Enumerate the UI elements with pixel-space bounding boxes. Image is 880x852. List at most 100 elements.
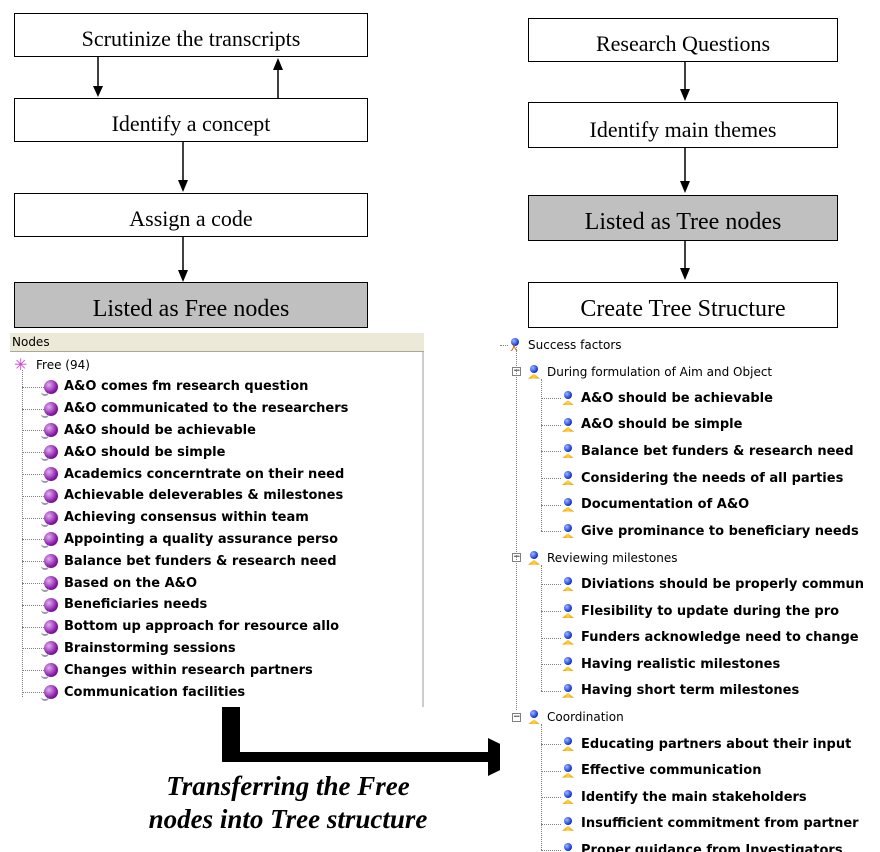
tree-child-node[interactable]: Effective communication <box>561 760 761 782</box>
tree-connector <box>516 347 517 711</box>
node-label: Funders acknowledge need to change <box>581 630 859 646</box>
tree-connector <box>541 724 542 851</box>
tree-connector <box>22 517 44 519</box>
tree-node-icon <box>561 630 575 645</box>
tree-node-icon <box>561 471 575 485</box>
panel-header: Nodes <box>10 333 424 352</box>
tree-child-node[interactable]: Insufficient commitment from partner <box>561 813 859 835</box>
free-node-icon <box>41 423 58 440</box>
flow-box-label: Research Questions <box>595 31 771 56</box>
node-label: A&O comes fm research question <box>64 379 309 395</box>
free-node-icon <box>41 467 58 483</box>
tree-connector <box>541 744 561 745</box>
collapse-toggle[interactable]: − <box>512 711 521 722</box>
tree-child-node[interactable]: A&O should be simple <box>561 414 742 436</box>
tree-node-icon <box>561 524 575 538</box>
node-label: Documentation of A&O <box>581 497 750 513</box>
free-node-item[interactable]: A&O should be simple <box>41 441 226 463</box>
tree-connector <box>541 611 561 612</box>
tree-group-node[interactable]: − Coordination <box>512 706 624 728</box>
tree-connector <box>541 637 561 639</box>
tree-node-icon <box>561 843 575 852</box>
node-label: Beneficiaries needs <box>64 597 208 613</box>
tree-connector <box>541 504 561 506</box>
free-node-icon <box>41 401 58 418</box>
tree-child-node[interactable]: Give prominance to beneficiary needs <box>561 520 859 542</box>
node-label: Bottom up approach for resource allo <box>64 619 340 635</box>
tree-connector <box>22 670 44 672</box>
free-node-icon <box>41 488 58 505</box>
node-label: Considering the needs of all parties <box>581 470 844 486</box>
free-node-item[interactable]: Bottom up approach for resource allo <box>41 616 340 638</box>
node-label: Proper guidance from Investigators <box>581 842 843 852</box>
tree-child-node[interactable]: Diviations should be properly commun <box>561 573 864 595</box>
panel-scrollbar[interactable] <box>422 352 424 707</box>
free-node-item[interactable]: Based on the A&O <box>41 572 198 594</box>
tree-child-node[interactable]: Having short term milestones <box>561 680 799 702</box>
free-node-item[interactable]: Communication facilities <box>41 681 246 703</box>
tree-child-node[interactable]: Proper guidance from Investigators <box>561 839 843 852</box>
tree-connector <box>22 626 44 628</box>
free-node-icon <box>41 641 58 658</box>
free-node-item[interactable]: A&O should be achievable <box>41 419 256 441</box>
node-label: Having short term milestones <box>581 683 800 699</box>
node-label: Educating partners about their input <box>581 736 852 752</box>
tree-child-node[interactable]: A&O should be achievable <box>561 387 773 409</box>
free-node-item[interactable]: Achieving consensus within team <box>41 507 309 529</box>
free-root-node[interactable]: Free (94) <box>14 354 90 376</box>
arrow-down-2 <box>178 142 188 192</box>
tree-group-node[interactable]: −Reviewing milestones <box>512 547 677 569</box>
tree-group-node[interactable]: −During formulation of Aim and Object <box>512 361 772 383</box>
tree-child-node[interactable]: Identify the main stakeholders <box>561 786 807 808</box>
tree-node-icon <box>561 683 575 698</box>
tree-connector <box>22 692 44 693</box>
tree-node-icon <box>561 737 575 751</box>
tree-connector <box>541 664 561 666</box>
tree-child-node[interactable]: Flesibility to update during the pro <box>561 600 839 622</box>
arrow-down-1 <box>93 57 103 97</box>
free-node-icon <box>41 597 58 614</box>
flow-box-label: Identify main themes <box>589 117 777 142</box>
free-node-item[interactable]: Appointing a quality assurance perso <box>41 528 339 550</box>
tree-node-icon <box>561 444 575 458</box>
free-node-item[interactable]: Beneficiaries needs <box>41 594 208 616</box>
tree-connector <box>22 370 23 697</box>
node-label: Having realistic milestones <box>581 656 781 672</box>
tree-node-icon <box>527 550 541 565</box>
tree-node-icon <box>561 604 575 618</box>
node-label: Based on the A&O <box>64 575 198 591</box>
free-node-item[interactable]: Brainstorming sessions <box>41 637 236 659</box>
tree-child-node[interactable]: Balance bet funders & research need <box>561 440 854 462</box>
node-label: Coordination <box>547 710 624 725</box>
free-node-icon <box>41 619 58 636</box>
free-node-item[interactable]: Achievable deleverables & milestones <box>41 485 343 507</box>
node-label: A&O should be achievable <box>581 390 773 406</box>
tree-root-node[interactable]: Success factors <box>508 334 622 356</box>
arrow-down-r1 <box>680 62 690 101</box>
node-label: Appointing a quality assurance perso <box>64 531 339 547</box>
free-node-item[interactable]: Academics concerntrate on their need <box>41 463 345 485</box>
free-node-icon <box>41 685 58 701</box>
flow-box-label: Create Tree Structure <box>580 296 786 322</box>
tree-child-node[interactable]: Funders acknowledge need to change <box>561 627 859 649</box>
free-node-item[interactable]: A&O comes fm research question <box>41 376 309 398</box>
tree-child-node[interactable]: Considering the needs of all parties <box>561 467 843 489</box>
free-node-icon <box>41 532 58 549</box>
tree-node-icon <box>561 657 575 671</box>
free-node-item[interactable]: Balance bet funders & research need <box>41 550 337 572</box>
node-label: Communication facilities <box>64 684 246 700</box>
node-label: A&O should be simple <box>64 444 226 460</box>
tree-connector <box>541 850 561 852</box>
node-label: Academics concerntrate on their need <box>64 466 345 482</box>
tree-root-icon <box>508 338 522 353</box>
tree-connector <box>541 378 542 532</box>
free-node-icon <box>41 445 58 462</box>
tree-child-node[interactable]: Having realistic milestones <box>561 653 780 675</box>
free-node-item[interactable]: A&O communicated to the researchers <box>41 398 348 420</box>
node-label: Balance bet funders & research need <box>581 443 854 459</box>
free-node-item[interactable]: Changes within research partners <box>41 659 313 681</box>
tree-child-node[interactable]: Documentation of A&O <box>561 494 749 516</box>
tree-connector <box>22 430 44 432</box>
tree-child-node[interactable]: Educating partners about their input <box>561 733 851 755</box>
caption-line-1: Transferring the Free <box>166 771 410 801</box>
